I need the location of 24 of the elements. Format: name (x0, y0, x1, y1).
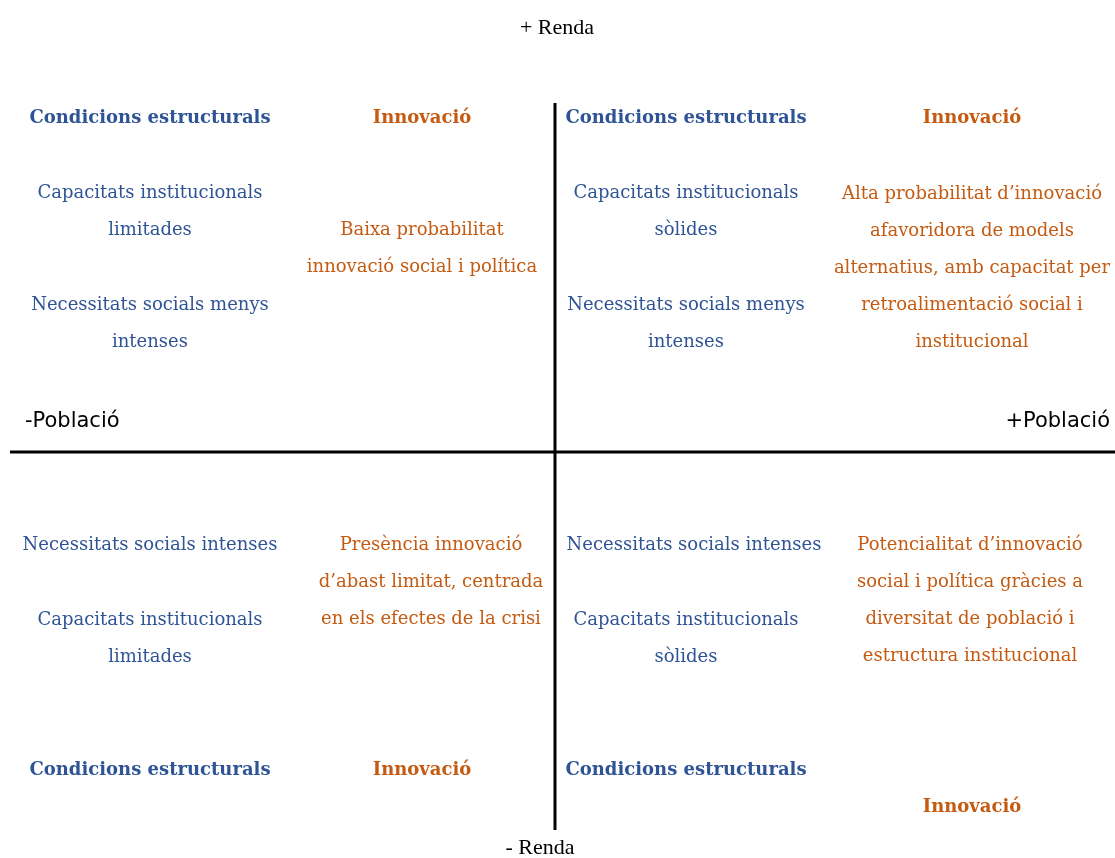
axis-label: + Renda (518, 13, 596, 41)
axis-label: +Població (1005, 407, 1110, 434)
axis-label: -Població (25, 407, 120, 434)
quadrant-text: Presència innovació d’abast limitat, centrada en els efectes de la crisi (317, 531, 545, 630)
column-heading: Innovació (371, 104, 473, 129)
axis-label: - Renda (504, 833, 576, 858)
quadrant-text: Capacitats institucionals limitades (36, 607, 264, 668)
quadrant-text: Baixa probabilitat innovació social i política (305, 217, 539, 278)
column-heading: Innovació (371, 756, 473, 781)
column-heading: Condicions estructurals (564, 104, 808, 129)
column-heading: Condicions estructurals (564, 756, 808, 781)
quadrant-text: Capacitats institucionals limitades (36, 180, 264, 241)
quadrant-text: Necessitats socials intenses (565, 531, 823, 556)
column-heading: Condicions estructurals (28, 756, 272, 781)
quadrant-text: Alta probabilitat d’innovació afavoridora de models alternatius, amb capacitat per retroalimentació social i institucional (832, 180, 1112, 353)
quadrant-text: Potencialitat d’innovació social i política gràcies a diversitat de població i estructura institucional (855, 532, 1084, 667)
column-heading: Innovació (921, 104, 1023, 129)
column-heading: Condicions estructurals (28, 104, 272, 129)
quadrant-text: Necessitats socials menys intenses (566, 292, 806, 353)
quadrant-text: Capacitats institucionals sòlides (572, 607, 800, 668)
quadrant-text: Capacitats institucionals sòlides (572, 180, 800, 241)
column-heading: Innovació (921, 793, 1023, 818)
quadrant-text: Necessitats socials intenses (21, 531, 279, 556)
quadrant-text: Necessitats socials menys intenses (30, 292, 270, 353)
